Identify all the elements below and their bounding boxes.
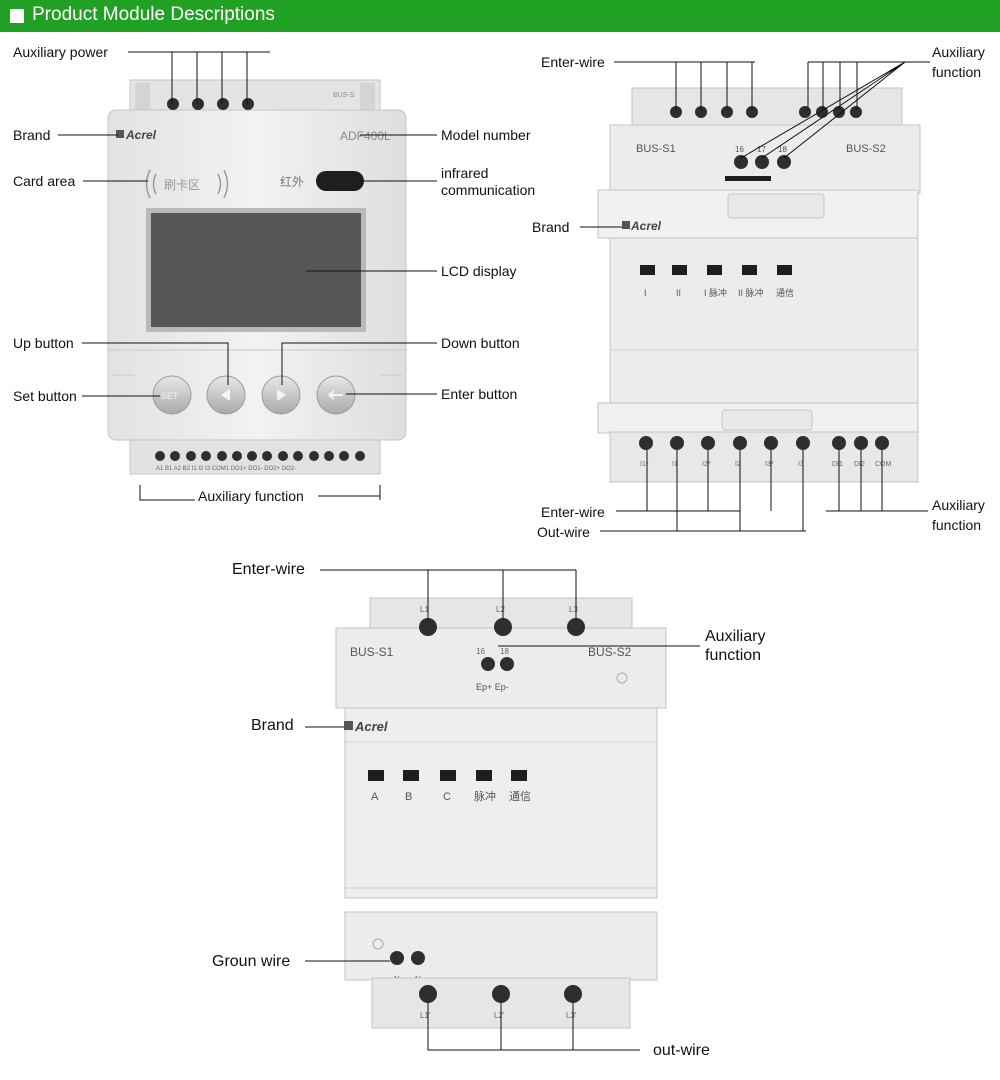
d3-bus-s1: BUS-S1 — [350, 645, 394, 659]
d2-led-label-2: II — [676, 288, 681, 298]
d3-bt-l1: L1' — [420, 1011, 431, 1020]
d3-top-l1: L1 — [420, 605, 429, 614]
d3-bus-s2: BUS-S2 — [588, 645, 632, 659]
d1-button-row: SET — [152, 375, 356, 415]
d2-led-label-4: II 脉冲 — [738, 287, 764, 298]
d1-infrared-text: 红外 — [280, 174, 304, 189]
d2-bt-4: I2 — [735, 461, 741, 468]
d3-led-label-comm: 通信 — [509, 790, 531, 803]
d3-neutral-terminals — [390, 951, 425, 965]
d2-bt-1: I1* — [640, 461, 649, 468]
d3-led-label-c: C — [443, 791, 451, 803]
d3-brand-logo: Acrel — [344, 719, 388, 734]
label-d2-enter-wire-top: Enter-wire — [541, 54, 605, 70]
label-d2-aux-top-line1: Auxiliary — [932, 44, 985, 60]
d1-card-text: 刷卡区 — [164, 178, 200, 192]
section-title: Product Module Descriptions — [32, 4, 275, 25]
leader-lines — [58, 51, 930, 1051]
label-d2-out-wire: Out-wire — [537, 524, 590, 540]
d2-led-label-5: 通信 — [776, 287, 794, 298]
label-d3-out-wire: out-wire — [653, 1042, 710, 1059]
d2-bt-9: COM — [875, 461, 892, 468]
d2-bt-5: I3* — [765, 461, 774, 468]
d2-bus-s1: BUS-S1 — [636, 143, 676, 155]
d1-set-text: SET — [161, 391, 179, 401]
d2-led-label-1: I — [644, 288, 647, 298]
d1-bus-text: BUS-S — [333, 92, 355, 99]
d3-bt-l2: L2' — [494, 1011, 505, 1020]
d1-brand-logo: Acrel — [116, 128, 157, 142]
label-d1-set-button: Set button — [13, 388, 77, 404]
label-d3-brand: Brand — [251, 717, 294, 734]
d2-leds — [640, 265, 792, 275]
label-d1-up-button: Up button — [13, 335, 74, 351]
d3-led-label-b: B — [405, 791, 412, 803]
d1-bottom-terminals — [155, 451, 365, 461]
d3-led-label-pulse: 脉冲 — [474, 789, 496, 803]
d2-top-terminals — [670, 106, 862, 118]
d1-brand-text: Acrel — [125, 128, 157, 142]
d2-bt-2: I1 — [672, 461, 678, 468]
d2-bt-6: I3 — [798, 461, 804, 468]
d2-mid-16: 16 — [735, 145, 744, 154]
section-header: Product Module Descriptions — [0, 0, 1000, 32]
d3-leds — [368, 770, 527, 781]
d1-top-terminals — [167, 98, 254, 110]
d1-card-area: 刷卡区 — [145, 169, 229, 199]
d3-ep-text: Ep+ Ep- — [476, 682, 509, 692]
d3-bt-l3: L3' — [566, 1011, 577, 1020]
d2-bt-7: DI1 — [832, 461, 843, 468]
label-d1-down-button: Down button — [441, 335, 520, 351]
d2-bt-3: I2* — [702, 461, 711, 468]
square-bullet-icon — [10, 9, 24, 23]
label-d1-card-area: Card area — [13, 173, 76, 189]
label-d2-brand: Brand — [532, 219, 570, 235]
label-d1-lcd-display: LCD display — [441, 263, 517, 279]
device-2-side: BUS-S1 BUS-S2 16 17 18 Acrel I II I 脉冲 I… — [597, 87, 921, 483]
d3-mid-terminals — [481, 657, 514, 671]
d2-mid-18: 18 — [778, 145, 787, 154]
label-d1-enter-button: Enter button — [441, 386, 518, 402]
label-d2-aux-bottom-line2: function — [932, 517, 982, 533]
label-d1-brand: Brand — [13, 127, 51, 143]
label-d2-aux-top-line2: function — [932, 64, 982, 80]
d3-brand-text: Acrel — [354, 719, 388, 734]
d2-brand-logo: Acrel — [622, 219, 662, 233]
d3-mid-16: 16 — [476, 647, 485, 656]
d1-model-text: ADF400L — [340, 129, 391, 143]
label-d1-infrared-line1: infrared — [441, 165, 489, 181]
label-d2-aux-bottom-line1: Auxiliary — [932, 497, 985, 513]
label-d1-aux-power: Auxiliary power — [13, 44, 108, 60]
device-1-front: BUS-S Acrel ADF400L 刷卡区 红外 SET — [107, 79, 407, 475]
label-d2-enter-wire-bottom: Enter-wire — [541, 504, 605, 520]
d3-led-label-a: A — [371, 791, 379, 803]
d2-bottom-terminals — [639, 436, 889, 450]
d3-top-l2: L2 — [496, 605, 505, 614]
d1-lcd-screen — [151, 213, 361, 327]
d2-mid-17: 17 — [757, 145, 766, 154]
label-d1-aux-function: Auxiliary function — [198, 488, 304, 504]
device-3-top: L1 L2 L3 BUS-S1 BUS-S2 16 18 Ep+ Ep- Acr… — [335, 597, 667, 1029]
d1-terminal-text: A1 B1 A2 B2 I1 I2 I3 COM1 DO1+ DO1- DO2+… — [156, 466, 296, 472]
d1-infrared-window — [316, 171, 364, 191]
d3-bottom-terminals — [419, 985, 582, 1003]
d3-top-terminals — [419, 618, 585, 636]
label-d3-aux-line2: function — [705, 647, 762, 664]
label-d3-ground-wire: Groun wire — [212, 953, 291, 970]
label-d1-model-number: Model number — [441, 127, 531, 143]
label-d1-infrared-line2: communication — [441, 182, 536, 198]
d2-bt-8: DI2 — [854, 461, 865, 468]
label-d3-enter-wire: Enter-wire — [232, 561, 305, 578]
d3-mid-18: 18 — [500, 647, 509, 656]
d2-led-label-3: I 脉冲 — [704, 287, 727, 298]
d3-top-l3: L3 — [569, 605, 578, 614]
d2-mid-terminals — [734, 155, 791, 169]
label-d3-aux-line1: Auxiliary — [705, 628, 766, 645]
d2-brand-text: Acrel — [630, 219, 662, 233]
d2-bus-s2: BUS-S2 — [846, 143, 886, 155]
